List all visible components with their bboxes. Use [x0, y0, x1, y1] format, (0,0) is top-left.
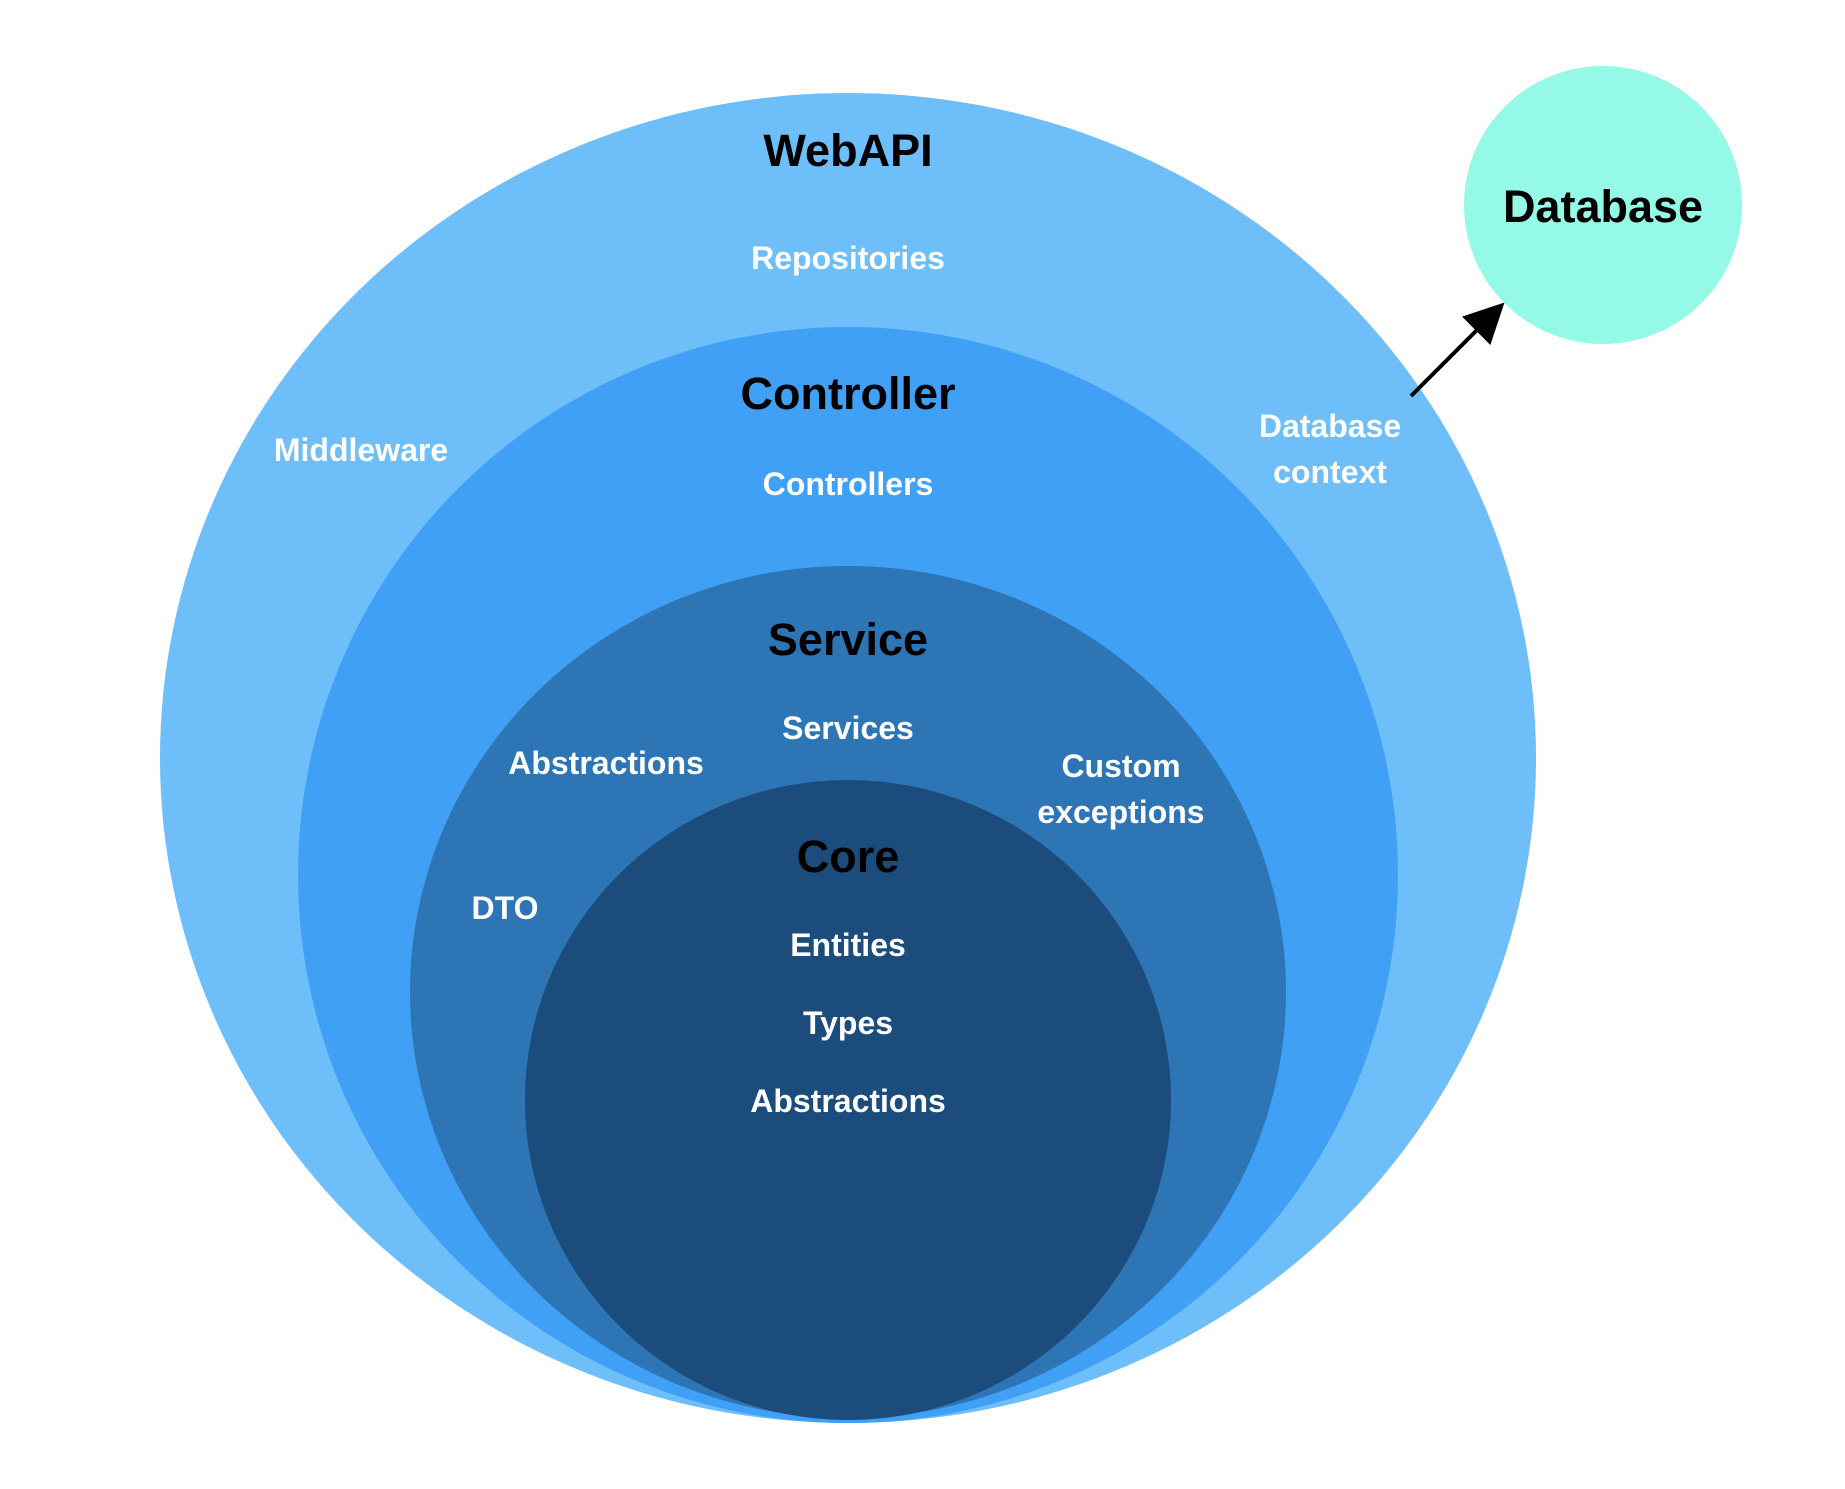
service-title: Service	[768, 614, 928, 665]
custom-exceptions-label-line2: exceptions	[1037, 794, 1204, 830]
services-label: Services	[782, 710, 914, 746]
webapi-title: WebAPI	[763, 125, 932, 176]
database-context-label-line2: context	[1273, 454, 1387, 490]
service-abstractions-label: Abstractions	[508, 745, 704, 781]
custom-exceptions-label-line1: Custom	[1061, 748, 1180, 784]
dto-label: DTO	[472, 890, 539, 926]
types-label: Types	[803, 1005, 893, 1041]
database-title: Database	[1503, 181, 1703, 232]
core-layer-circle	[525, 780, 1171, 1420]
middleware-label: Middleware	[274, 432, 448, 468]
database-connection-arrow	[1409, 302, 1505, 398]
core-abstractions-label: Abstractions	[750, 1083, 946, 1119]
repositories-label: Repositories	[751, 240, 945, 276]
core-title: Core	[797, 831, 900, 882]
database-context-label-line1: Database	[1259, 408, 1401, 444]
controller-title: Controller	[740, 368, 955, 419]
database-circle	[1464, 66, 1742, 344]
entities-label: Entities	[790, 927, 906, 963]
controllers-label: Controllers	[763, 466, 934, 502]
